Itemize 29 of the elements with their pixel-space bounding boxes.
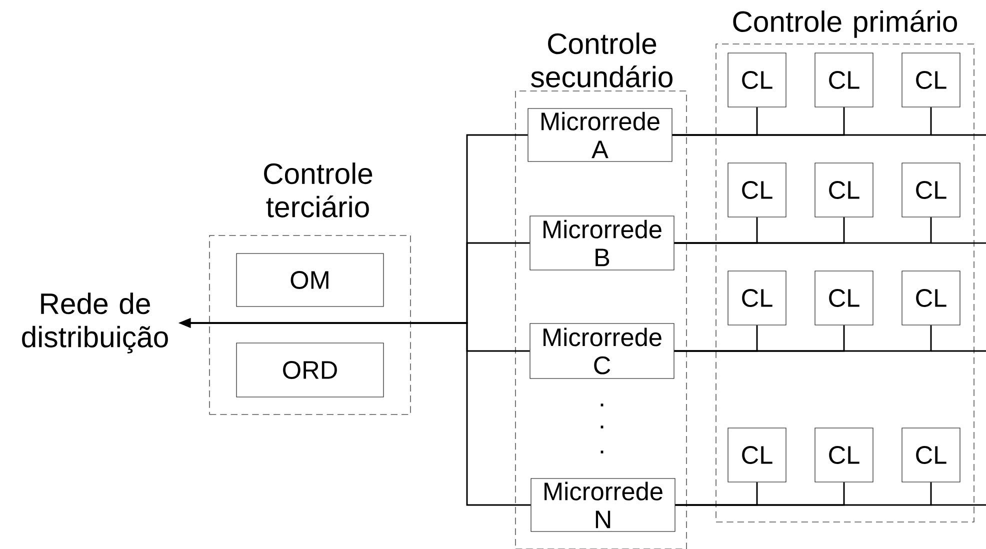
controller-box: CL bbox=[728, 162, 786, 218]
connector-line bbox=[672, 107, 932, 136]
connector-line bbox=[675, 482, 932, 506]
group-heading: Controle terciário bbox=[264, 162, 372, 218]
controller-box: CL bbox=[814, 162, 874, 218]
connector-line bbox=[674, 217, 932, 244]
controller-box: CL bbox=[728, 270, 786, 326]
block-box: Microrrede C bbox=[530, 323, 674, 379]
block-box: Microrrede N bbox=[530, 478, 676, 532]
controller-box: CL bbox=[814, 52, 874, 108]
block-box: ORD bbox=[236, 342, 384, 398]
connector-line bbox=[674, 325, 932, 352]
controller-box: CL bbox=[902, 52, 960, 108]
group-heading: Controle secundário bbox=[531, 32, 672, 88]
controller-box: CL bbox=[902, 428, 960, 482]
block-box: OM bbox=[236, 253, 384, 307]
block-box: Microrrede B bbox=[530, 216, 674, 270]
node-label: Rede de distribuição bbox=[22, 292, 168, 354]
controller-box: CL bbox=[728, 52, 786, 108]
ellipsis-dot: . bbox=[600, 404, 604, 406]
controller-box: CL bbox=[902, 270, 960, 326]
block-box: Microrrede A bbox=[528, 108, 672, 162]
controller-box: CL bbox=[814, 270, 874, 326]
ellipsis-dot: . bbox=[600, 426, 604, 428]
controller-box: CL bbox=[814, 428, 874, 482]
controller-box: CL bbox=[902, 162, 960, 218]
controller-box: CL bbox=[728, 428, 786, 482]
ellipsis-dot: . bbox=[600, 450, 604, 454]
group-heading: Controle primário bbox=[733, 10, 957, 38]
